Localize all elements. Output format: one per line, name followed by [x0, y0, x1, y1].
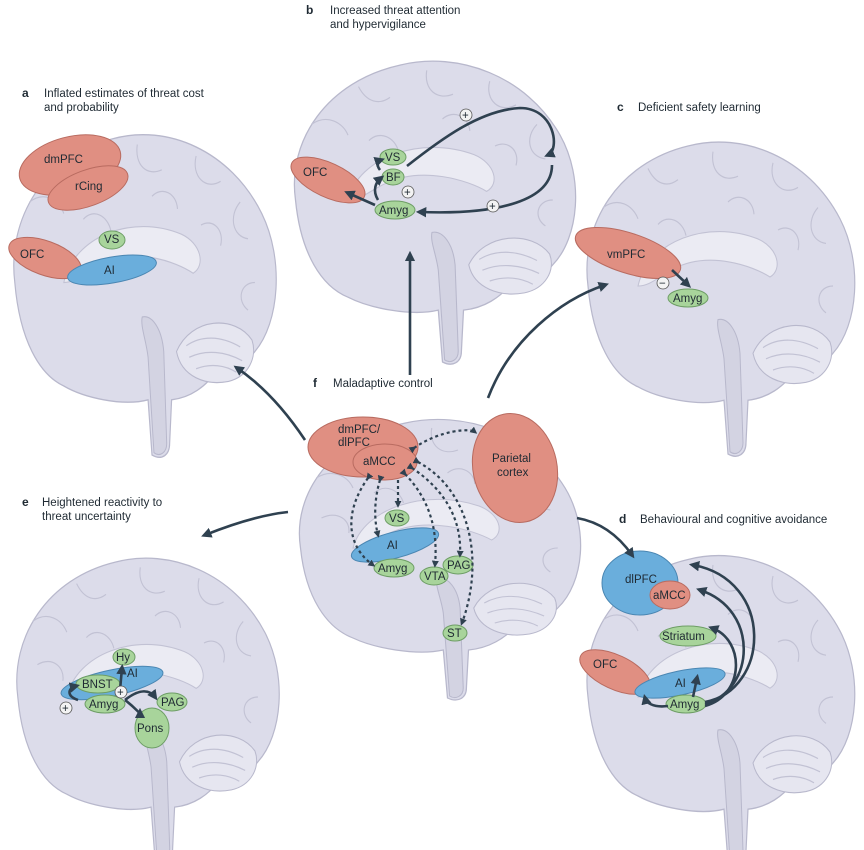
panel-f-letter: f: [313, 376, 318, 390]
PAG-label-f: PAG: [447, 560, 470, 572]
parietal-label-1: Parietal: [492, 453, 531, 465]
Striatum-label: Striatum: [662, 631, 705, 643]
VS-region-a: [98, 230, 126, 250]
panel-a: dmPFC rCing OFC AI VS a Inflated estimat…: [8, 86, 277, 458]
panel-d: dlPFC aMCC OFC AI Striatum Amyg d Behavi…: [579, 512, 856, 850]
VS-label-f: VS: [389, 513, 405, 525]
panel-e-title-2: threat uncertainty: [42, 511, 131, 523]
aMCC-region-d: [649, 580, 691, 610]
panel-e: Hy AI BNST Amyg PAG Pons + + e Heightene…: [16, 495, 280, 850]
Pons-label: Pons: [137, 723, 163, 735]
panel-b-letter: b: [306, 3, 313, 17]
panel-e-title-1: Heightened reactivity to: [42, 497, 162, 509]
parietal-region: [471, 412, 559, 524]
Amyg-label-f: Amyg: [378, 563, 407, 575]
panel-d-title-1: Behavioural and cognitive avoidance: [640, 514, 827, 526]
Amyg-label-d: Amyg: [670, 699, 699, 711]
VTA-label: VTA: [424, 571, 446, 583]
plus-b-1: +: [462, 110, 469, 122]
arrow-f-to-a: [233, 365, 307, 441]
panel-f-title-1: Maladaptive control: [333, 378, 433, 390]
connector-arrows: [201, 250, 635, 559]
plus-b-2: +: [404, 187, 411, 199]
plus-e-2: +: [117, 687, 124, 699]
vmPFC-label: vmPFC: [607, 249, 645, 261]
dmPFC-dlPFC-label-1: dmPFC/: [338, 424, 381, 436]
AI-label-e: AI: [127, 668, 138, 680]
panel-b-title-2: and hypervigilance: [330, 19, 426, 31]
OFC-label-b: OFC: [303, 167, 327, 179]
Striatum-region: [659, 625, 717, 647]
BF-label: BF: [386, 172, 401, 184]
Amyg-region-c: [667, 288, 709, 308]
OFC-label-a: OFC: [20, 249, 44, 261]
dlPFC-label: dlPFC: [625, 574, 657, 586]
AI-region-a: [67, 254, 157, 286]
vmPFC-region: [574, 226, 682, 280]
panel-c-letter: c: [617, 100, 624, 114]
panel-f: dmPFC/ dlPFC aMCC Parietal cortex AI VS …: [298, 376, 582, 701]
dmPFC-dlPFC-label-2: dlPFC: [338, 437, 370, 449]
AI-label-f: AI: [387, 540, 398, 552]
OFC-label-d: OFC: [593, 659, 617, 671]
arrow-f-to-e: [201, 510, 289, 538]
minus-c: −: [659, 278, 666, 290]
BNST-label: BNST: [82, 679, 113, 691]
panel-a-title-1: Inflated estimates of threat cost: [44, 88, 205, 100]
Amyg-region-e: [84, 694, 126, 714]
rCing-region: [47, 165, 129, 211]
Hy-label: Hy: [116, 652, 130, 664]
panel-b-title-1: Increased threat attention: [330, 5, 460, 17]
Amyg-label-e: Amyg: [89, 699, 118, 711]
aMCC-label-d: aMCC: [653, 590, 686, 602]
plus-e-1: +: [62, 703, 69, 715]
Amyg-label-b: Amyg: [379, 205, 408, 217]
arrow-f-to-c: [486, 282, 609, 399]
AI-label-d: AI: [675, 678, 686, 690]
panel-a-letter: a: [22, 86, 29, 100]
PAG-label-e: PAG: [161, 697, 184, 709]
panel-c: vmPFC Amyg − c Deficient safety learning: [574, 100, 856, 457]
panel-c-title-1: Deficient safety learning: [638, 102, 761, 114]
VS-region-b: [379, 148, 407, 166]
plus-b-3: +: [489, 201, 496, 213]
Amyg-region-b: [374, 200, 416, 220]
rCing-label: rCing: [75, 181, 102, 193]
panel-b: OFC VS BF Amyg + + + b Increased threat …: [290, 3, 577, 365]
arrow-f-to-d: [576, 516, 635, 559]
VS-label-a: VS: [104, 234, 120, 246]
aMCC-label-f: aMCC: [363, 456, 396, 468]
dmPFC-label: dmPFC: [44, 154, 83, 166]
parietal-label-2: cortex: [497, 467, 529, 479]
AI-label-a: AI: [104, 265, 115, 277]
VS-label-b: VS: [385, 152, 401, 164]
ST-label: ST: [447, 628, 462, 640]
panel-a-title-2: and probability: [44, 102, 119, 114]
panel-e-letter: e: [22, 495, 29, 509]
PAG-region-e: [156, 692, 188, 712]
panel-d-letter: d: [619, 512, 626, 526]
Amyg-label-c: Amyg: [673, 293, 702, 305]
